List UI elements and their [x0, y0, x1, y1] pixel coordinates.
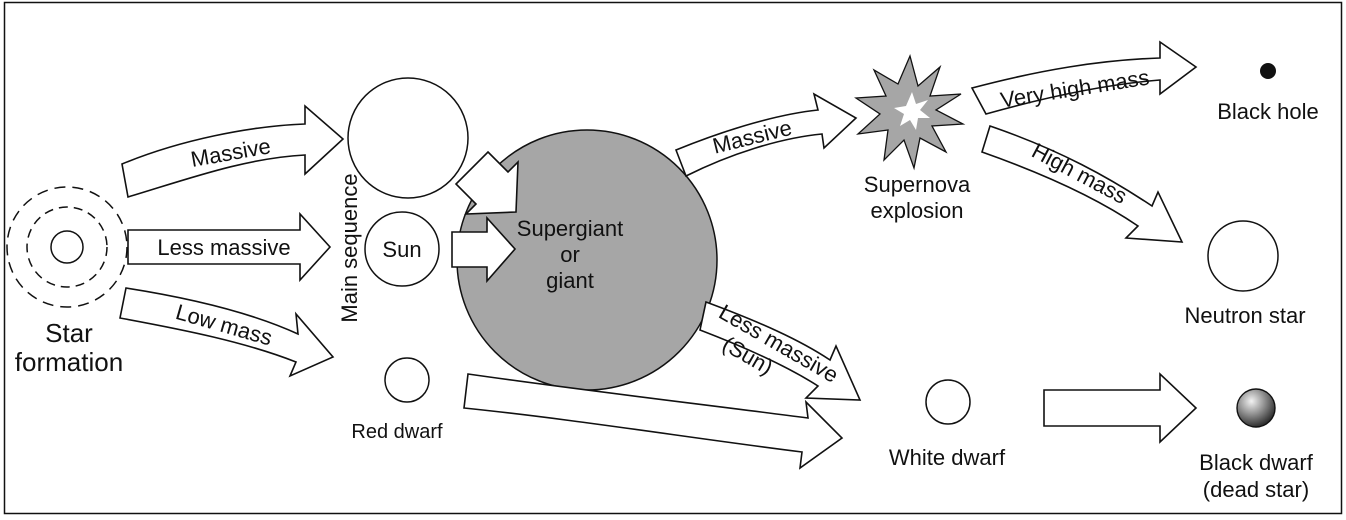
arrow-less-massive-from-giant — [699, 300, 862, 401]
arrow-label-low-mass-from-formation: Low mass — [173, 299, 275, 350]
white-dwarf-label: White dwarf — [889, 445, 1006, 470]
star-formation-label-line2: formation — [15, 347, 123, 377]
black-dwarf-label-line1: Black dwarf — [1199, 450, 1314, 475]
arrow-high-mass — [981, 124, 1184, 243]
arrow-very-high-mass — [970, 40, 1198, 115]
neutron-star-label: Neutron star — [1184, 303, 1305, 328]
main-sequence-label: Main sequence — [337, 173, 362, 322]
diagram-frame — [3, 1, 1343, 515]
shaded-sphere-icon — [1236, 388, 1276, 428]
dashed-concentric-circles-icon — [6, 186, 128, 308]
supernova-label-line2: explosion — [871, 198, 964, 223]
starburst-icon — [854, 54, 966, 171]
arrow-red-dwarf-to-white-dwarf — [463, 373, 844, 470]
arrow-massive-star-to-giant — [454, 150, 519, 215]
arrow-sun-to-giant — [451, 215, 517, 284]
arrow-label-massive-from-giant: Massive — [710, 115, 794, 159]
massive-star-circle — [347, 77, 469, 199]
supernova-label-line1: Supernova — [864, 172, 971, 197]
arrow-label-less-massive-from-formation: Less massive — [157, 235, 290, 260]
filled-dot-icon — [1260, 63, 1276, 79]
red-dwarf-label: Red dwarf — [351, 421, 443, 443]
supergiant-label-line1: Supergiant — [517, 216, 623, 241]
neutron-star-circle — [1207, 220, 1279, 292]
sun-label: Sun — [382, 237, 421, 262]
sun-circle — [364, 211, 440, 287]
arrow-low-mass-from-formation — [119, 287, 335, 378]
red-dwarf-circle — [384, 357, 430, 403]
arrow-less-massive-from-formation — [127, 211, 332, 283]
arrow-white-dwarf-to-black-dwarf — [1043, 372, 1198, 444]
arrow-massive-from-formation — [121, 104, 345, 199]
supergiant-label-line3: giant — [546, 268, 594, 293]
white-dwarf-circle — [925, 379, 971, 425]
supergiant-label-line2: or — [560, 242, 580, 267]
arrow-massive-from-giant — [674, 92, 858, 178]
black-hole-label: Black hole — [1217, 99, 1319, 124]
black-dwarf-label-line2: (dead star) — [1203, 477, 1309, 502]
star-formation-label-line1: Star — [45, 318, 93, 348]
